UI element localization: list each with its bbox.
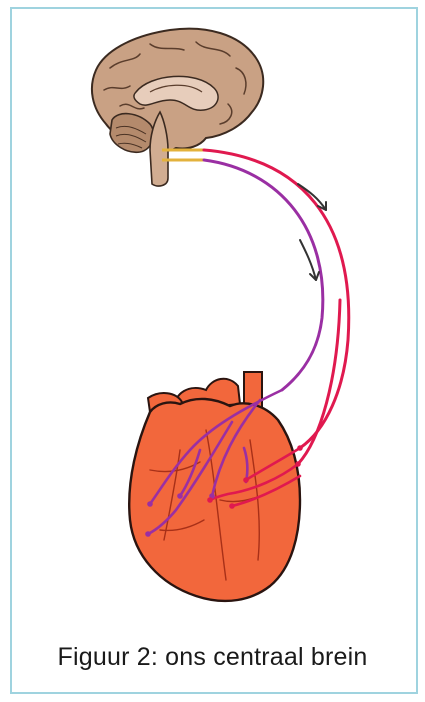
brain-heart-illustration xyxy=(0,0,425,640)
heart-illustration xyxy=(129,372,303,601)
brain-illustration xyxy=(92,29,263,186)
figure-caption: Figuur 2: ons centraal brein xyxy=(12,643,413,672)
